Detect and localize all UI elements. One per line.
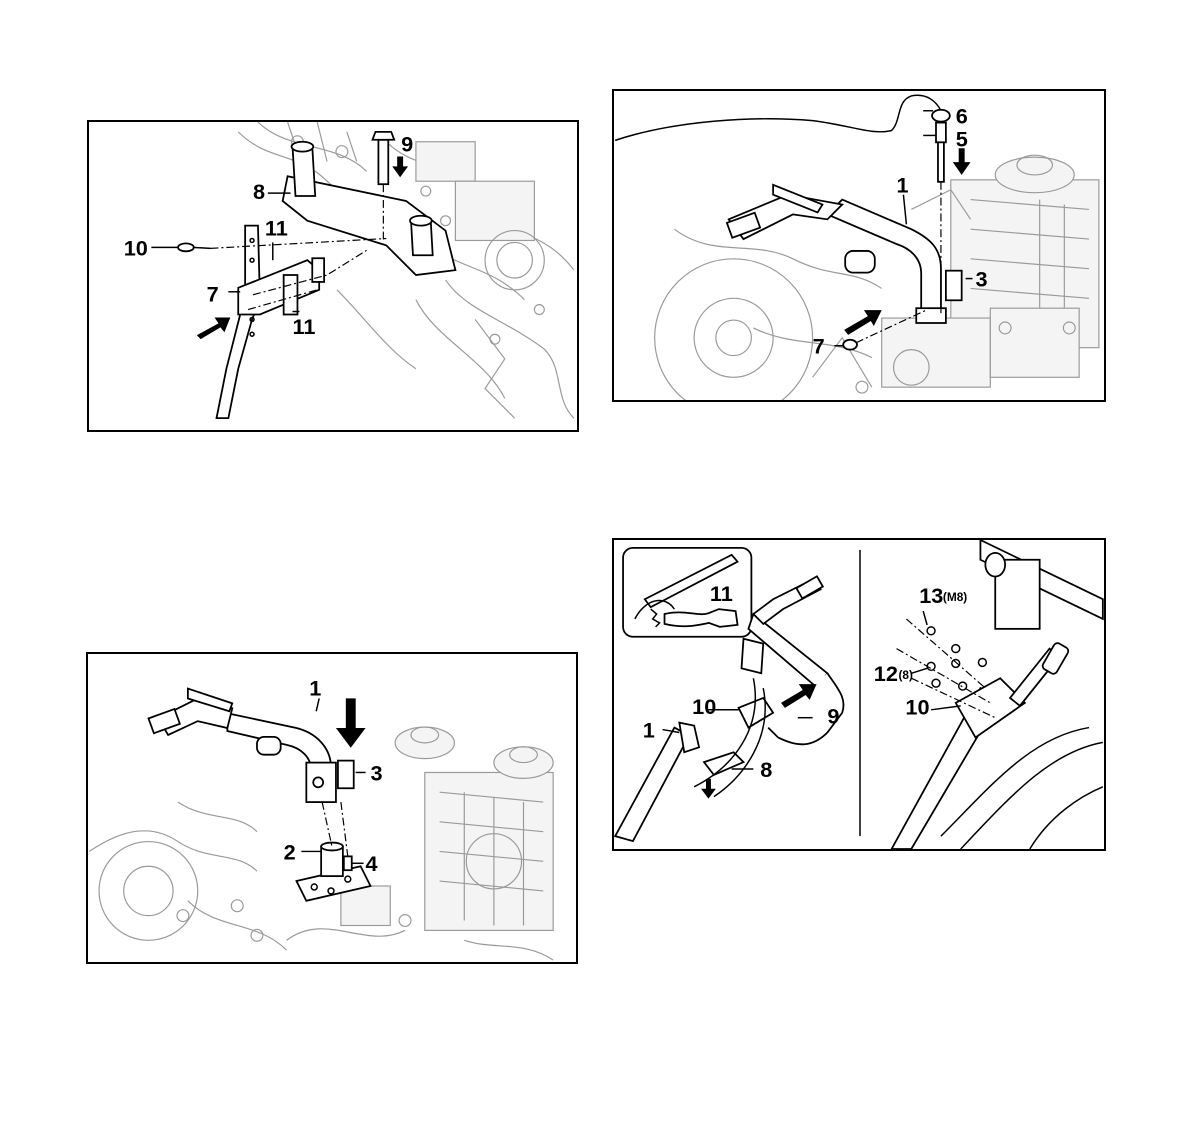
bolt-part-9: [372, 132, 394, 184]
callout-label: 10: [124, 235, 148, 260]
insert-arrow-9: [392, 157, 408, 178]
callout-label: 7: [207, 282, 219, 307]
figure-1-panel: 8 9 10 11 11 7: [87, 120, 579, 432]
alignment-line: [322, 802, 332, 846]
alignment-line: [906, 619, 985, 688]
callout-label: 1: [309, 675, 321, 700]
callout-label: 3: [975, 266, 987, 291]
callout-sublabel: (8): [898, 668, 913, 682]
callout-label: 11: [265, 216, 288, 241]
callout-label: 8: [253, 179, 265, 204]
callout-label: 7: [813, 334, 825, 359]
callout-label: 10: [692, 694, 716, 719]
handlebar-part-1: [727, 185, 962, 323]
callout-label: 6: [956, 104, 968, 129]
figure-3-panel: 1 3 2 4: [86, 652, 578, 964]
throttle-cable: [615, 95, 941, 140]
callout-label: 5: [956, 126, 968, 151]
tiller-background: [655, 155, 1099, 400]
callout-label: 10: [905, 695, 929, 720]
push-arrow: [197, 317, 231, 339]
cable-adjuster-part-5-6: [932, 110, 950, 182]
callout-label: 13: [919, 583, 943, 608]
figure-2-panel: 6 5 1 3 7: [612, 89, 1106, 402]
callout-label: 9: [401, 132, 413, 157]
figure-1-drawing: 8 9 10 11 11 7: [89, 122, 577, 430]
callout-label: 4: [366, 851, 378, 876]
insert-arrow: [336, 698, 366, 747]
screw-part-7: [843, 340, 857, 350]
callout-label: 1: [897, 173, 909, 198]
handlebar-part-1: [148, 689, 353, 803]
figure-4-panel: 11 10 9 1 8 13 (M8) 12 (8) 10: [612, 538, 1106, 851]
push-arrow: [844, 310, 882, 335]
figure-4-drawing: 11 10 9 1 8 13 (M8) 12 (8) 10: [614, 540, 1104, 849]
callout-label: 8: [760, 757, 772, 782]
callout-label: 9: [827, 704, 839, 729]
clip-part-10: [178, 243, 211, 251]
insert-arrow-5: [953, 148, 971, 175]
callout-label: 2: [284, 839, 296, 864]
callout-label: 3: [370, 760, 382, 785]
callout-label: 12: [874, 661, 898, 686]
callout-label: 11: [710, 581, 733, 606]
figure-2-drawing: 6 5 1 3 7: [614, 91, 1104, 400]
callout-sublabel: (M8): [943, 590, 967, 604]
figure-3-drawing: 1 3 2 4: [88, 654, 576, 962]
callout-label: 1: [643, 717, 655, 742]
callout-label: 11: [293, 314, 316, 339]
